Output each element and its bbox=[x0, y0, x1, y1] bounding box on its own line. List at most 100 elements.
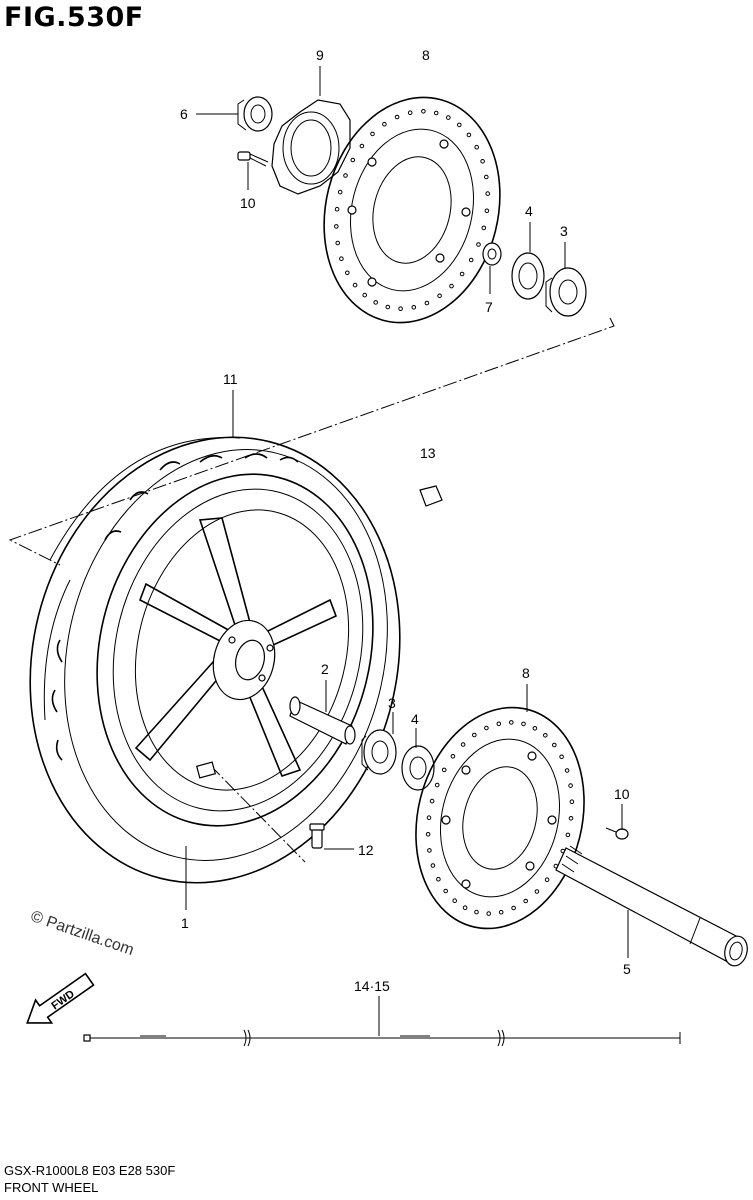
disc-hole bbox=[552, 742, 557, 748]
disc-hole bbox=[544, 877, 550, 883]
disc-hole bbox=[441, 767, 447, 773]
disc-hole bbox=[334, 206, 340, 212]
disc-hole bbox=[474, 144, 480, 150]
disc-hole bbox=[532, 726, 538, 731]
disc-hole bbox=[462, 905, 468, 911]
spacer-part-2 bbox=[289, 696, 356, 745]
callout-7: 7 bbox=[485, 299, 493, 315]
cable-part-14-15 bbox=[83, 1029, 681, 1047]
disc-hole bbox=[334, 224, 339, 229]
disc-hole bbox=[429, 798, 435, 804]
valve-part-12 bbox=[309, 823, 325, 849]
callout-3-upper: 3 bbox=[560, 223, 568, 239]
disc-hole bbox=[337, 189, 343, 195]
disc-hole bbox=[474, 909, 479, 915]
figure-caption: FRONT WHEEL bbox=[4, 1180, 99, 1195]
callout-13: 13 bbox=[420, 445, 436, 461]
callout-9: 9 bbox=[316, 47, 324, 63]
disc-hole bbox=[484, 725, 489, 731]
disc-hole bbox=[450, 754, 456, 759]
disc-hole bbox=[564, 768, 570, 773]
disc-hole bbox=[339, 256, 344, 262]
disc-hole bbox=[485, 191, 491, 196]
sensor-rotor-part-9 bbox=[271, 99, 351, 195]
callout-4-upper: 4 bbox=[525, 203, 533, 219]
disc-hole bbox=[433, 110, 439, 116]
disc-hole bbox=[426, 815, 432, 821]
callout-12: 12 bbox=[358, 842, 374, 858]
disc-hole bbox=[425, 832, 431, 837]
fwd-label: FWD bbox=[50, 988, 77, 1012]
brake-disc-part-8-upper bbox=[323, 96, 501, 324]
disc-hole bbox=[521, 721, 526, 727]
disc-hole bbox=[569, 799, 575, 805]
bearing-part-3-lower bbox=[361, 729, 397, 775]
disc-hole bbox=[543, 733, 548, 738]
oil-seal-part-4-lower bbox=[401, 745, 435, 791]
assembly-guide-line bbox=[8, 317, 615, 566]
disc-hole bbox=[407, 110, 413, 115]
disc-hole bbox=[496, 721, 502, 727]
callout-11: 11 bbox=[223, 371, 238, 387]
disc-hole bbox=[457, 122, 462, 128]
disc-hole bbox=[362, 292, 368, 298]
disc-hole bbox=[427, 848, 432, 853]
disc-hole bbox=[481, 225, 487, 231]
disc-hole bbox=[484, 174, 489, 180]
disc-hole bbox=[534, 889, 540, 894]
forward-direction-arrow: FWD bbox=[26, 972, 95, 1024]
disc-hole bbox=[373, 300, 379, 305]
disc-hole bbox=[568, 816, 574, 821]
disc-hole bbox=[480, 159, 485, 164]
disc-hole bbox=[509, 720, 514, 725]
disc-hole bbox=[424, 300, 430, 306]
bolt-part-10-lower bbox=[605, 827, 629, 840]
disc-hole bbox=[398, 306, 403, 312]
disc-hole bbox=[437, 293, 442, 299]
collar-part-7 bbox=[482, 242, 502, 266]
disc-hole bbox=[434, 782, 440, 788]
disc-hole bbox=[459, 271, 465, 277]
disc-hole bbox=[421, 109, 426, 114]
callout-10-upper: 10 bbox=[240, 195, 256, 211]
wheel-rim-part-1 bbox=[96, 473, 374, 827]
disc-hole bbox=[484, 208, 490, 214]
callout-1: 1 bbox=[181, 915, 189, 931]
figure-title: FIG.530F bbox=[4, 2, 144, 33]
valve-guide-line bbox=[209, 764, 306, 863]
callout-4-lower: 4 bbox=[411, 711, 419, 727]
callout-3-lower: 3 bbox=[388, 695, 396, 711]
disc-hole bbox=[511, 905, 516, 911]
disc-hole bbox=[359, 143, 365, 149]
disc-hole bbox=[350, 157, 356, 163]
disc-hole bbox=[468, 257, 474, 263]
disc-hole bbox=[559, 754, 564, 760]
callout-6: 6 bbox=[180, 106, 188, 122]
brake-disc-part-8-lower bbox=[415, 706, 585, 930]
disc-hole bbox=[411, 305, 417, 310]
disc-hole bbox=[345, 270, 350, 276]
disc-hole bbox=[466, 132, 472, 138]
disc-hole bbox=[335, 240, 341, 246]
disc-hole bbox=[460, 742, 466, 747]
callout-8-lower: 8 bbox=[522, 665, 530, 681]
disc-hole bbox=[443, 888, 449, 894]
disc-hole bbox=[452, 898, 458, 904]
disc-hole bbox=[472, 732, 477, 738]
callout-10-lower: 10 bbox=[614, 786, 630, 802]
disc-hole bbox=[382, 121, 387, 127]
bearing-part-3-upper bbox=[545, 267, 587, 317]
disc-hole bbox=[385, 304, 391, 310]
disc-hole bbox=[568, 783, 573, 788]
oil-seal-part-6 bbox=[237, 96, 273, 132]
disc-hole bbox=[446, 115, 451, 120]
callout-2: 2 bbox=[321, 661, 329, 677]
axle-part-5 bbox=[555, 845, 748, 967]
disc-hole bbox=[436, 876, 441, 882]
oil-seal-part-4-upper bbox=[511, 252, 545, 300]
disc-hole bbox=[370, 131, 375, 137]
disc-hole bbox=[565, 832, 571, 838]
disc-hole bbox=[498, 909, 504, 915]
disc-hole bbox=[394, 114, 400, 120]
